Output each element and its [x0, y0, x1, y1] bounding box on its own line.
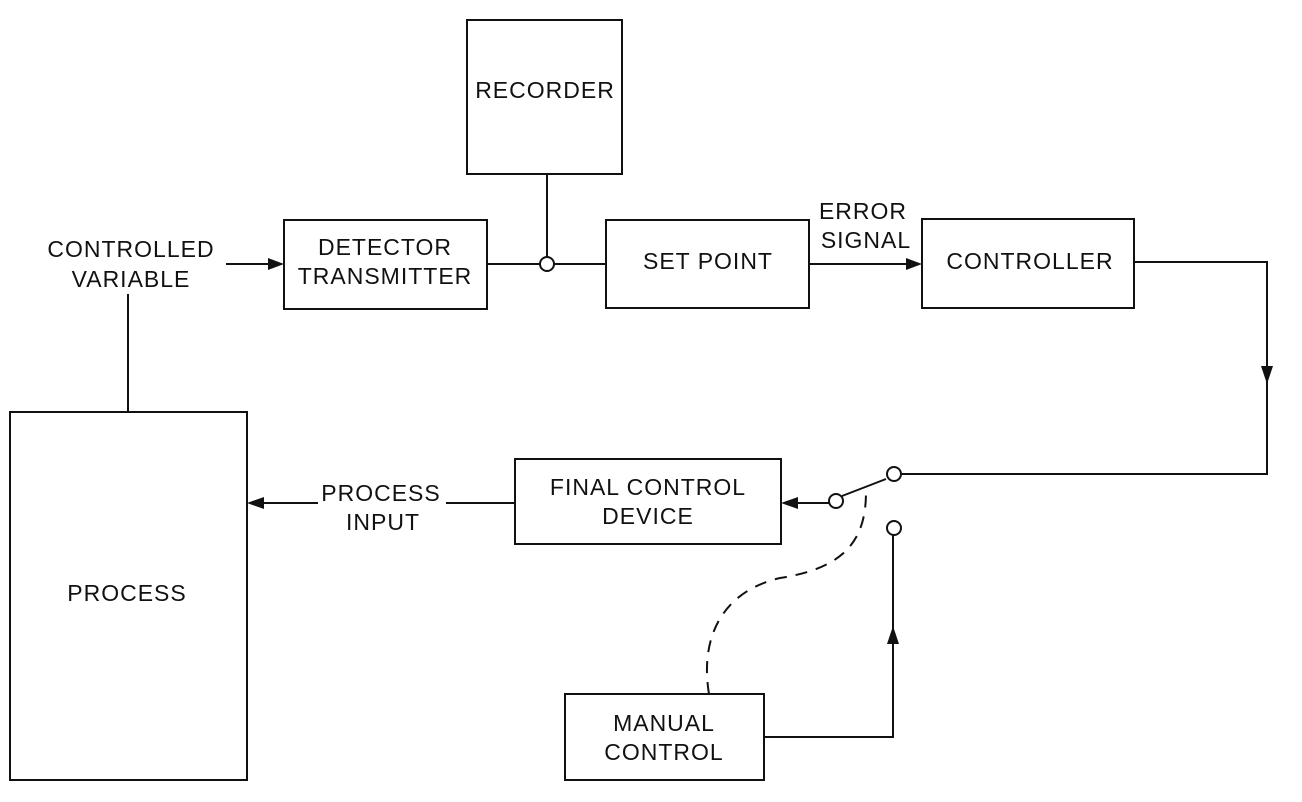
- detector-transmitter-block: DETECTOR TRANSMITTER: [283, 219, 488, 310]
- arrowhead-into-final-device: [781, 497, 798, 509]
- controlled-variable-label-line-1: CONTROLLED: [47, 236, 214, 262]
- error-signal-label-line-1: ERROR: [819, 198, 907, 224]
- arrowhead-to-manual-contact: [887, 626, 899, 644]
- process-input-label-line-1: PROCESS: [321, 480, 440, 506]
- final-control-device-label-line-2: DEVICE: [602, 503, 694, 529]
- error-signal-label-line-2: SIGNAL: [821, 227, 911, 253]
- manual-control-output-line: [764, 640, 894, 738]
- switch-auto-contact: [828, 493, 844, 509]
- arrowhead-into-process: [247, 497, 264, 509]
- process-label: PROCESS: [67, 580, 186, 606]
- set-point-block: SET POINT: [605, 219, 810, 309]
- manual-control-label-line-2: CONTROL: [604, 739, 723, 765]
- switch-common-contact: [886, 466, 902, 482]
- arrowhead-controller-output: [1261, 366, 1273, 384]
- switch-manual-contact: [886, 520, 902, 536]
- detector-transmitter-label-line-2: TRANSMITTER: [298, 263, 473, 289]
- recorder-block: RECORDER: [466, 19, 623, 175]
- process-input-label-line-2: INPUT: [346, 509, 420, 535]
- process-block: PROCESS: [9, 411, 248, 781]
- manual-linkage-dashed: [705, 491, 867, 695]
- arrowhead-into-controller: [906, 258, 922, 270]
- controlled-variable-label-line-2: VARIABLE: [72, 266, 191, 292]
- final-control-device-block: FINAL CONTROL DEVICE: [514, 458, 782, 545]
- controller-label: CONTROLLER: [946, 248, 1113, 274]
- set-point-label: SET POINT: [643, 248, 773, 274]
- recorder-junction-node: [539, 256, 555, 272]
- detector-transmitter-label-line-1: DETECTOR: [318, 234, 452, 260]
- manual-control-label-line-1: MANUAL: [613, 710, 715, 736]
- arrowhead-into-detector: [268, 258, 284, 270]
- manual-control-block: MANUAL CONTROL: [564, 693, 765, 781]
- recorder-label: RECORDER: [475, 77, 615, 103]
- final-control-device-label-line-1: FINAL CONTROL: [550, 474, 746, 500]
- controller-block: CONTROLLER: [921, 218, 1135, 309]
- switch-arm: [841, 478, 887, 497]
